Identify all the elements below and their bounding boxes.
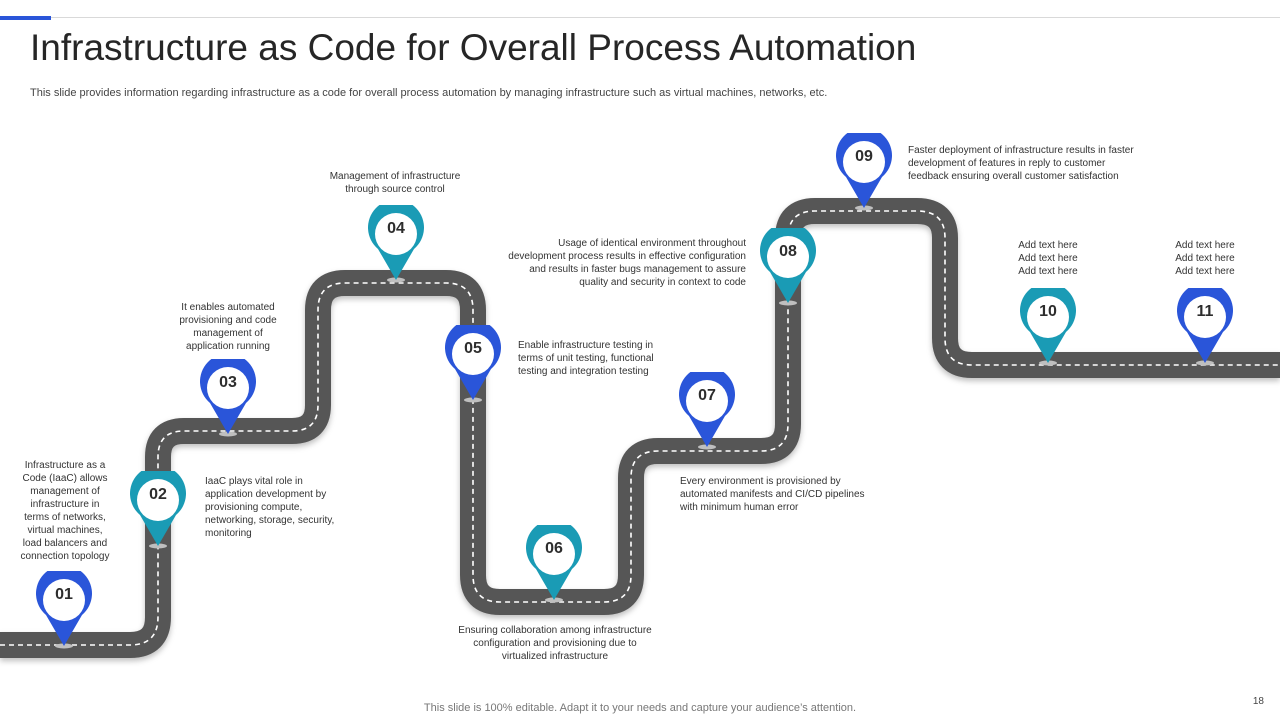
milestone-pin-07: 07 — [679, 372, 735, 450]
step-11-description: Add text here Add text here Add text her… — [1175, 240, 1235, 277]
pin-number: 05 — [464, 340, 482, 357]
step-05-description: Enable infrastructure testing in terms o… — [518, 340, 654, 377]
milestone-pin-08: 08 — [760, 228, 816, 306]
milestone-pin-10: 10 — [1020, 288, 1076, 366]
step-06-description: Ensuring collaboration among infrastruct… — [458, 625, 652, 662]
milestone-pin-01: 01 — [36, 571, 92, 649]
page-title: Infrastructure as Code for Overall Proce… — [30, 27, 917, 68]
step-07-description: Every environment is provisioned by auto… — [680, 476, 865, 513]
step-08-description: Usage of identical environment throughou… — [508, 238, 746, 288]
page-subtitle: This slide provides information regardin… — [30, 87, 828, 99]
pin-number: 04 — [387, 220, 405, 237]
pin-number: 11 — [1196, 303, 1214, 320]
milestone-pin-02: 02 — [130, 471, 186, 549]
pin-number: 10 — [1039, 303, 1057, 320]
step-04-description: Management of infrastructure through sou… — [329, 171, 461, 195]
pin-number: 03 — [219, 374, 237, 391]
step-09-description: Faster deployment of infrastructure resu… — [908, 145, 1134, 182]
pin-number: 01 — [55, 586, 73, 603]
footer-note: This slide is 100% editable. Adapt it to… — [423, 702, 857, 714]
milestone-pin-06: 06 — [526, 525, 582, 603]
step-02-description: IaaC plays vital role in application dev… — [205, 476, 335, 539]
step-03-description: It enables automated provisioning and co… — [179, 302, 277, 352]
milestone-pin-11: 11 — [1177, 288, 1233, 366]
milestone-pin-09: 09 — [836, 133, 892, 211]
pin-number: 06 — [545, 540, 563, 557]
pin-number: 07 — [698, 387, 716, 404]
milestone-pin-05: 05 — [445, 325, 501, 403]
page-number: 18 — [1252, 696, 1264, 707]
pin-number: 02 — [149, 486, 167, 503]
milestone-pin-04: 04 — [368, 205, 424, 283]
pin-number: 08 — [779, 243, 797, 260]
milestone-pin-03: 03 — [200, 359, 256, 437]
header-accent-bar — [0, 16, 51, 20]
step-01-description: Infrastructure as a Code (IaaC) allows m… — [20, 460, 110, 562]
header-divider — [0, 17, 1280, 18]
step-10-description: Add text here Add text here Add text her… — [1018, 240, 1078, 277]
pin-number: 09 — [855, 148, 873, 165]
